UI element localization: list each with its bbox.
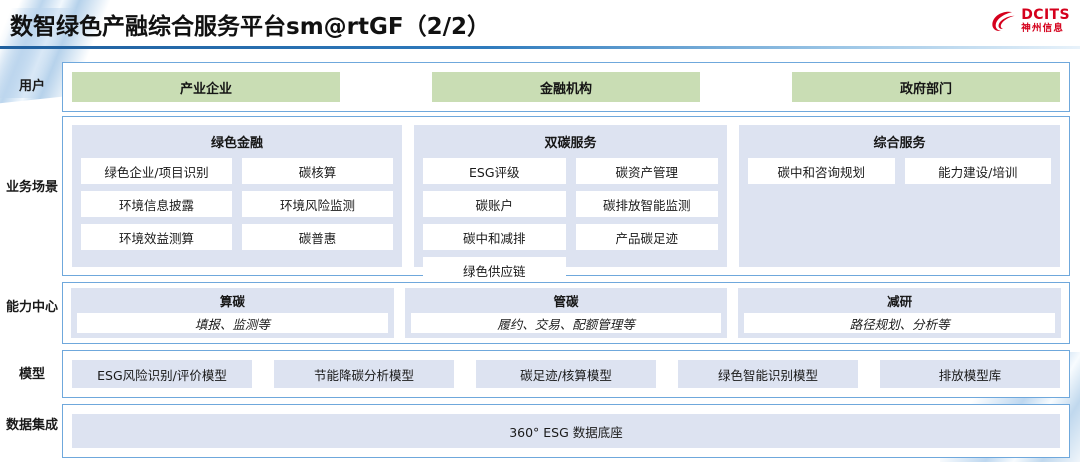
row-label-user: 用户 bbox=[18, 79, 45, 94]
scenario-item[interactable]: 环境信息披露 bbox=[81, 191, 232, 217]
scenario-panel-dual-carbon: 双碳服务 ESG评级 碳资产管理 碳账户 碳排放智能监测 碳中和减排 产品碳足迹… bbox=[414, 125, 727, 283]
user-chip-industry[interactable]: 产业企业 bbox=[72, 72, 340, 102]
panel-title-comprehensive: 综合服务 bbox=[873, 136, 926, 151]
brand-logo: DCITS 神州信息 bbox=[990, 6, 1070, 36]
row-label-model: 模型 bbox=[18, 367, 45, 382]
row-label-capability: 能力中心 bbox=[6, 300, 59, 315]
capability-block-carbon-management[interactable]: 管碳 履约、交易、配额管理等 bbox=[404, 288, 728, 338]
panel-title-green-finance: 绿色金融 bbox=[210, 136, 263, 151]
scenario-item[interactable]: 碳中和减排 bbox=[423, 224, 566, 250]
scenario-item[interactable]: 绿色企业/项目识别 bbox=[81, 158, 232, 184]
capability-subtitle: 填报、监测等 bbox=[77, 313, 388, 333]
capability-subtitle: 路径规划、分析等 bbox=[744, 313, 1056, 333]
model-chip-carbon-footprint[interactable]: 碳足迹/核算模型 bbox=[476, 360, 656, 388]
capability-title: 减研 bbox=[887, 294, 913, 309]
scenario-panel-green-finance: 绿色金融 绿色企业/项目识别 碳核算 环境信息披露 环境风险监测 环境效益测算 … bbox=[72, 125, 402, 267]
scenario-item[interactable]: 产品碳足迹 bbox=[575, 224, 718, 250]
model-chip-emission-library[interactable]: 排放模型库 bbox=[880, 360, 1060, 388]
row-label-scenario: 业务场景 bbox=[6, 180, 59, 195]
scenario-item[interactable]: 环境效益测算 bbox=[81, 224, 232, 250]
page-title: 数智绿色产融综合服务平台sm@rtGF（2/2） bbox=[10, 14, 490, 40]
row-user: 产业企业 金融机构 政府部门 bbox=[62, 62, 1070, 112]
panel-title-dual-carbon: 双碳服务 bbox=[544, 136, 597, 151]
data-chip-esg-foundation[interactable]: 360° ESG 数据底座 bbox=[72, 414, 1060, 448]
header-divider-rule bbox=[0, 46, 1080, 49]
brand-logo-text: DCITS 神州信息 bbox=[1021, 8, 1070, 34]
scenario-item[interactable]: 碳中和咨询规划 bbox=[748, 158, 895, 184]
capability-block-carbon-accounting[interactable]: 算碳 填报、监测等 bbox=[71, 288, 394, 338]
scenario-item[interactable]: 绿色供应链 bbox=[423, 257, 566, 283]
slide-header: 数智绿色产融综合服务平台sm@rtGF（2/2） DCITS 神州信息 bbox=[0, 0, 1080, 49]
capability-title: 管碳 bbox=[553, 294, 579, 309]
row-model: ESG风险识别/评价模型 节能降碳分析模型 碳足迹/核算模型 绿色智能识别模型 … bbox=[62, 350, 1070, 398]
brand-name-en: DCITS bbox=[1021, 7, 1070, 24]
row-data-integration: 360° ESG 数据底座 bbox=[62, 404, 1070, 458]
capability-title: 算碳 bbox=[219, 294, 245, 309]
row-scenario: 绿色金融 绿色企业/项目识别 碳核算 环境信息披露 环境风险监测 环境效益测算 … bbox=[62, 116, 1070, 283]
capability-subtitle: 履约、交易、配额管理等 bbox=[410, 313, 722, 333]
scenario-item[interactable]: 碳账户 bbox=[423, 191, 566, 217]
scenario-item[interactable]: 碳普惠 bbox=[242, 224, 393, 250]
brand-name-cn: 神州信息 bbox=[1021, 23, 1065, 35]
dcits-swirl-icon bbox=[992, 11, 1015, 31]
scenario-panel-comprehensive: 综合服务 碳中和咨询规划 能力建设/培训 bbox=[739, 125, 1060, 267]
row-label-data-integration: 数据集成 bbox=[6, 418, 59, 433]
model-chip-esg-risk[interactable]: ESG风险识别/评价模型 bbox=[72, 360, 252, 388]
user-chip-financial[interactable]: 金融机构 bbox=[432, 72, 700, 102]
scenario-item[interactable]: 碳排放智能监测 bbox=[575, 191, 718, 217]
model-chip-green-recognition[interactable]: 绿色智能识别模型 bbox=[678, 360, 858, 388]
scenario-item[interactable]: 环境风险监测 bbox=[242, 191, 393, 217]
scenario-item[interactable]: ESG评级 bbox=[423, 158, 566, 184]
scenario-item[interactable]: 能力建设/培训 bbox=[904, 158, 1051, 184]
row-capability: 算碳 填报、监测等 管碳 履约、交易、配额管理等 减研 路径规划、分析等 bbox=[62, 282, 1070, 344]
model-chip-energy-saving[interactable]: 节能降碳分析模型 bbox=[274, 360, 454, 388]
capability-block-carbon-reduction-research[interactable]: 减研 路径规划、分析等 bbox=[738, 288, 1062, 338]
user-chip-government[interactable]: 政府部门 bbox=[792, 72, 1060, 102]
scenario-item[interactable]: 碳资产管理 bbox=[575, 158, 718, 184]
scenario-item[interactable]: 碳核算 bbox=[242, 158, 393, 184]
